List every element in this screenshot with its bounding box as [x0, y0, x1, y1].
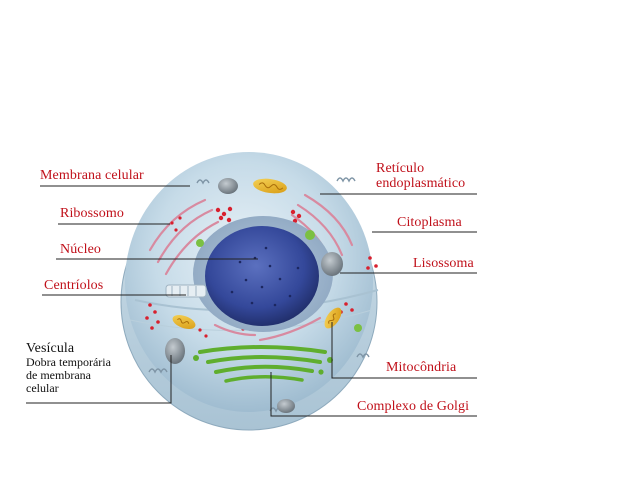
label-mitocondria: Mitocôndria — [386, 360, 456, 375]
label-ribossomo: Ribossomo — [60, 206, 124, 221]
label-citoplasma: Citoplasma — [397, 215, 462, 230]
label-reticulo-1: Retículo — [376, 161, 424, 176]
label-vesicula-desc-3: celular — [26, 382, 59, 395]
label-centriolos: Centríolos — [44, 278, 103, 293]
label-complexo-golgi: Complexo de Golgi — [357, 399, 469, 414]
label-nucleo: Núcleo — [60, 242, 101, 257]
label-lisossoma: Lisossoma — [413, 256, 474, 271]
label-membrana-celular: Membrana celular — [40, 168, 144, 183]
label-vesicula: Vesícula — [26, 341, 74, 356]
label-reticulo-2: endoplasmático — [376, 176, 465, 191]
